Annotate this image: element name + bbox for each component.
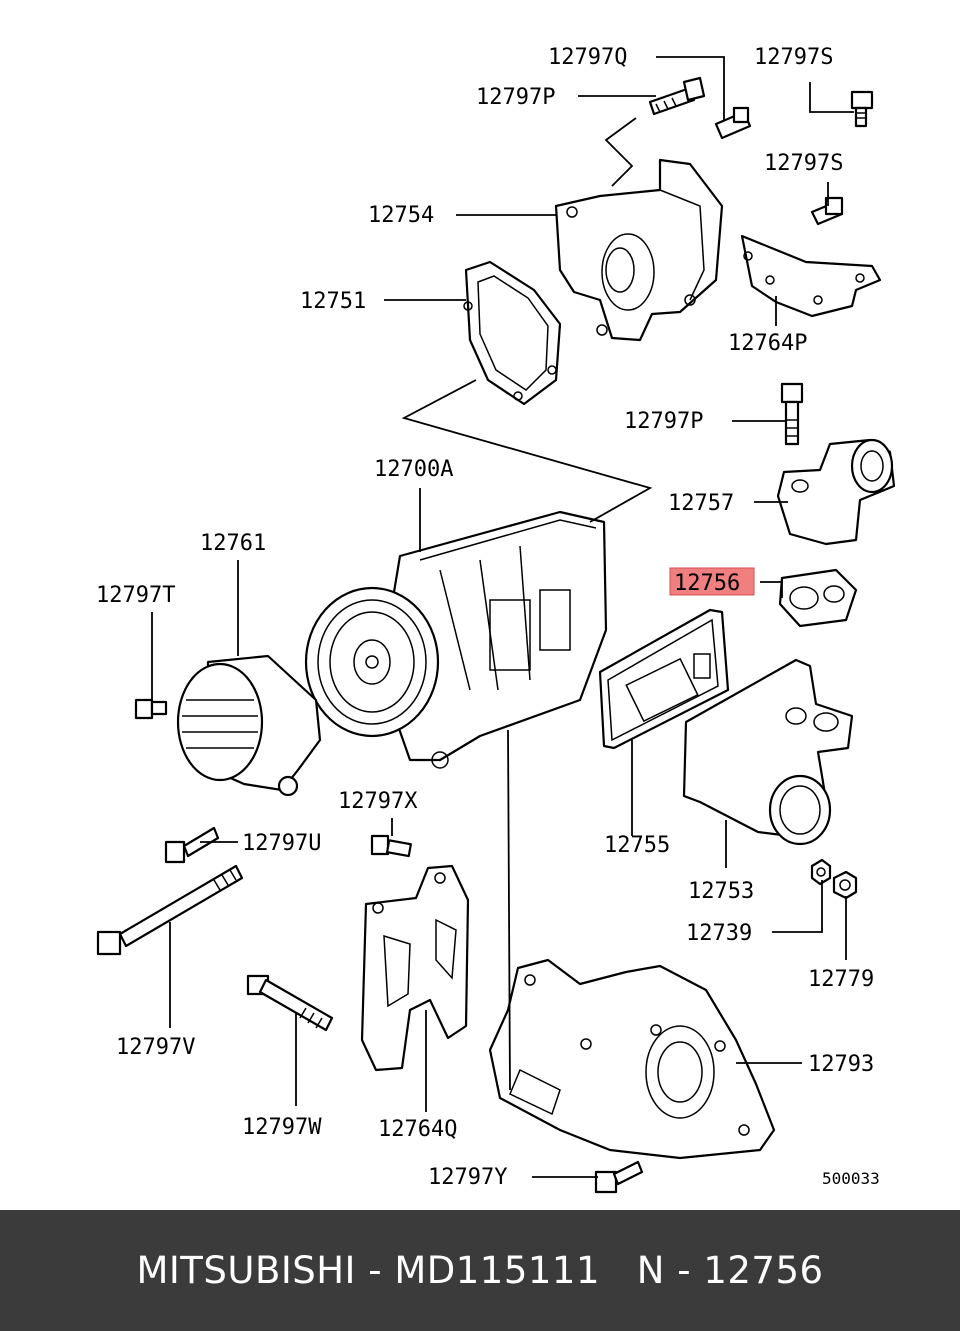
bolt-12797s-lower [810, 196, 844, 226]
case-12793 [488, 958, 776, 1160]
gasket-12751 [463, 260, 562, 406]
bolt-12797w [246, 974, 334, 1032]
callout-12797t: 12797T [96, 583, 175, 608]
supercharger-12700a [304, 510, 608, 769]
bolt-12797v [96, 864, 244, 956]
callout-12739: 12739 [686, 921, 752, 946]
bolt-12797p-vertical [780, 382, 804, 446]
callout-12797s-lower: 12797S [764, 151, 843, 176]
part-number-text: MITSUBISHI - MD115111 N - 12756 [136, 1249, 824, 1292]
elbow-12757 [776, 438, 896, 546]
callout-12793: 12793 [808, 1052, 874, 1077]
callout-12797s-upper: 12797S [754, 45, 833, 70]
bolt-12797x [370, 834, 412, 858]
callout-12754: 12754 [368, 203, 434, 228]
intake-12753 [682, 658, 854, 846]
callout-12797x: 12797X [338, 789, 418, 814]
callout-12797w: 12797W [242, 1115, 322, 1140]
leader-lines [151, 56, 854, 1178]
callout-12764p: 12764P [728, 331, 807, 356]
diagram-reference-code: 500033 [822, 1169, 880, 1188]
housing-12754 [554, 158, 724, 342]
gasket-12756 [778, 568, 858, 628]
callout-12761: 12761 [200, 531, 266, 556]
callout-labels: 12797Q 12797S 12797P 12797S 12754 12751 … [96, 45, 880, 1190]
callout-12779: 12779 [808, 967, 874, 992]
callout-12700a: 12700A [374, 457, 453, 482]
exploded-parts-diagram: 12797Q 12797S 12797P 12797S 12754 12751 … [96, 45, 896, 1194]
bolt-12797t [134, 698, 168, 720]
callout-12756: 12756 [674, 571, 740, 596]
cover-12761 [176, 654, 322, 797]
callout-12755: 12755 [604, 833, 670, 858]
callout-12797q: 12797Q [548, 45, 627, 70]
gasket-12755 [598, 608, 730, 750]
bolt-12797s-upper [850, 90, 874, 128]
callout-12753: 12753 [688, 879, 754, 904]
callout-12797p-lower: 12797P [624, 409, 703, 434]
callout-12797y: 12797Y [428, 1165, 507, 1190]
part-info-footer: MITSUBISHI - MD115111 N - 12756 [0, 1210, 960, 1331]
callout-12751: 12751 [300, 289, 366, 314]
nut-12739 [810, 858, 832, 886]
callout-12764q: 12764Q [378, 1117, 457, 1142]
bolt-12797u [164, 826, 220, 864]
callout-12757: 12757 [668, 491, 734, 516]
callout-12797v: 12797V [116, 1035, 195, 1060]
bolt-12797q [648, 76, 706, 116]
bracket-12764p [740, 234, 882, 318]
callout-12797u: 12797U [242, 831, 321, 856]
highlight-12756 [669, 567, 755, 596]
bolt-12797y [594, 1160, 644, 1194]
bolt-small-q [714, 106, 752, 140]
bracket-12764q [360, 864, 470, 1072]
callout-12797p-upper: 12797P [476, 85, 555, 110]
nut-12779 [832, 870, 858, 900]
